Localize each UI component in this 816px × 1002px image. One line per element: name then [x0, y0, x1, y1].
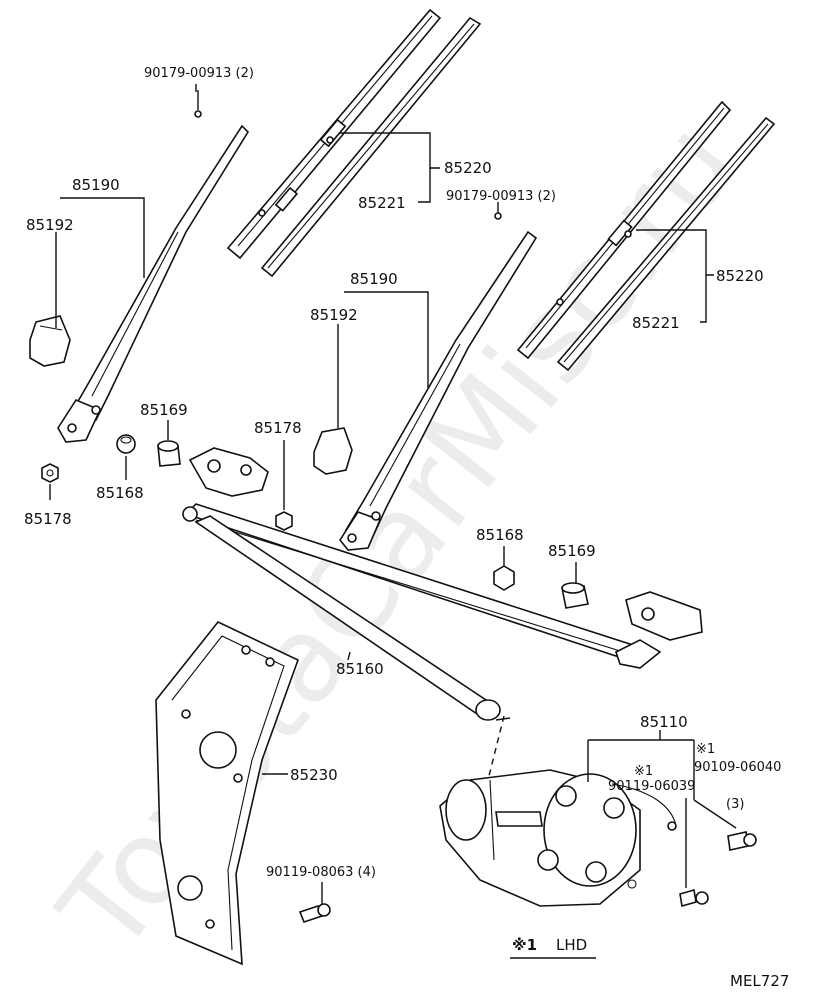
- nut-center-icon: [275, 511, 293, 531]
- washer-right-icon: [493, 565, 515, 591]
- label-bracket: 85230: [290, 766, 338, 784]
- label-bushing-left: 85169: [140, 401, 188, 419]
- label-motor-bolt-b: 90119-06039: [608, 779, 695, 794]
- leader-lines: [49, 84, 737, 959]
- bushing-right-icon: [561, 582, 589, 609]
- label-motor-note-b: ※1: [634, 764, 653, 779]
- nut-left-icon: [41, 463, 59, 483]
- watermark-text: ToyotaCarMisc.ru: [33, 97, 764, 978]
- label-motor: 85110: [640, 713, 688, 731]
- bracket-bolt-icon: [298, 903, 331, 923]
- motor-bolt-a-icon: [727, 831, 757, 851]
- label-link: 85160: [336, 660, 384, 678]
- label-washer-left: 85168: [96, 484, 144, 502]
- wiper-blade-right: [516, 100, 776, 372]
- label-motor-bolt-a: 90109-06040: [694, 760, 781, 775]
- label-cover-left: 85192: [26, 216, 74, 234]
- label-arm-right: 85190: [350, 270, 398, 288]
- label-washer-right: 85168: [476, 526, 524, 544]
- bolt-top-left-icon: [194, 90, 202, 118]
- label-cover-right: 85192: [310, 306, 358, 324]
- label-nut-center: 85178: [254, 419, 302, 437]
- bolt-top-right-icon: [494, 208, 502, 220]
- label-nut-left: 85178: [24, 510, 72, 528]
- label-bushing-right: 85169: [548, 542, 596, 560]
- wiper-bracket: [155, 621, 299, 966]
- wiper-blade-left: [226, 8, 482, 278]
- label-blade-right: 85220: [716, 267, 764, 285]
- label-motor-note-a: ※1: [696, 742, 715, 757]
- label-refill-left: 85221: [358, 194, 406, 212]
- legend-mark: ※1: [512, 936, 537, 954]
- motor-bolt-b-icon: [679, 888, 709, 908]
- label-refill-right: 85221: [632, 314, 680, 332]
- label-bracket-bolt: 90119-08063 (4): [266, 865, 376, 880]
- bushing-left-icon: [157, 440, 181, 467]
- legend-text: LHD: [556, 936, 587, 954]
- label-arm-left: 85190: [72, 176, 120, 194]
- label-motor-bolt-a-qty: (3): [726, 797, 744, 812]
- arm-cover-right: [313, 427, 353, 475]
- label-bolt-top-left: 90179-00913 (2): [144, 66, 254, 81]
- wiper-arm-left: [57, 124, 250, 443]
- wiper-motor: [439, 769, 677, 907]
- label-bolt-top-right: 90179-00913 (2): [446, 189, 556, 204]
- diagram-code: MEL727: [730, 972, 789, 990]
- label-blade-left: 85220: [444, 159, 492, 177]
- arm-cover-left: [29, 315, 71, 367]
- washer-left-icon: [116, 434, 136, 454]
- wiper-arm-right: [339, 230, 538, 551]
- wiper-link-assembly: [182, 447, 703, 781]
